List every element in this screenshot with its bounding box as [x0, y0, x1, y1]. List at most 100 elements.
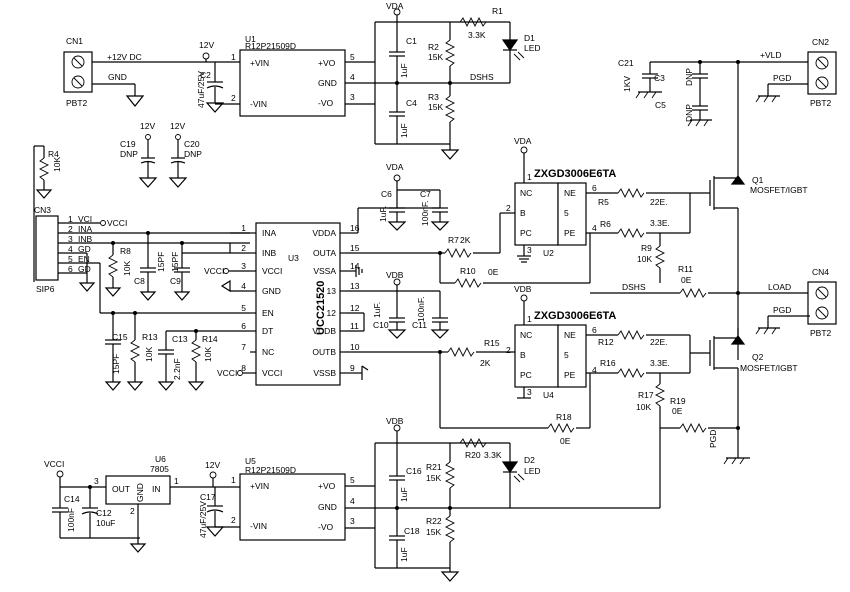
u3-left-pin-name: NC [262, 347, 274, 357]
c4-ref: C4 [406, 98, 417, 108]
connector-cn4: CN4 PBT2 [807, 267, 837, 338]
u1-pin-vo: +VO [318, 58, 336, 68]
r13-ref: R13 [142, 332, 158, 342]
cn1-pin2-net: GND [108, 72, 127, 82]
d2-ref: D2 [524, 455, 535, 465]
c9-ref: C9 [170, 276, 181, 286]
u3-left-pin-number: 4 [241, 281, 246, 291]
u3-left-pin-number: 7 [241, 342, 246, 352]
c5-value-bottom: DNP [684, 104, 694, 122]
c8-ref: C8 [134, 276, 145, 286]
r4-value: 10K [52, 157, 62, 172]
cn3-ref: CN3 [34, 205, 51, 215]
r15-ref: R15 [484, 338, 500, 348]
u2pins-right-pin-name: PE [564, 228, 576, 238]
net-pgd-cn2: PGD [773, 73, 791, 83]
ic-u3: UCC21520 U3 [255, 222, 341, 386]
u4-part: ZXGD3006E6TA [534, 310, 616, 322]
u3-ref: U3 [288, 253, 299, 263]
u5-pin-nvo: -VO [318, 522, 334, 532]
u3-right-pin-number: 16 [350, 223, 360, 233]
cn3-pin-number: 4 [68, 244, 73, 254]
u5-pin-gnd: GND [318, 502, 337, 512]
r1-value: 3.3K [468, 30, 486, 40]
net-12v-c19: 12V [140, 121, 155, 131]
c6-ref: C6 [381, 189, 392, 199]
r10-value: 0E [488, 267, 499, 277]
u4-ref: U4 [543, 390, 554, 400]
net-load: LOAD [768, 282, 791, 292]
net-pgd-cn4: PGD [773, 305, 791, 315]
c4-value: 1uF [399, 123, 409, 138]
cn3-type: SIP6 [36, 284, 55, 294]
r15-value: 2K [480, 358, 491, 368]
c10-value: 1uF. [372, 302, 382, 318]
c5-value-top: DNP [684, 68, 694, 86]
cn3-pin-label: INB [78, 234, 93, 244]
r1-ref: R1 [492, 6, 503, 16]
u3-right-pin-name: OUTB [312, 347, 336, 357]
u3-right-pin-name: OUTA [313, 248, 336, 258]
cn3-pin-label: EN [78, 254, 90, 264]
u3-left-pin-number: 6 [241, 321, 246, 331]
cn3-pin-label: INA [78, 224, 93, 234]
c2-ref: C2 [200, 70, 211, 80]
connector-cn1: CN1 PBT2 +12V DC GND [63, 36, 142, 108]
u2pins-pin-number-4: 4 [592, 223, 597, 233]
u3-left-pin-name: INB [262, 248, 277, 258]
cn3-pin-label: GD [78, 264, 91, 274]
cn3-pin-label: VCI [78, 214, 92, 224]
u5-pnum-4: 4 [350, 496, 355, 506]
u2pins-pin-number-3: 3 [527, 245, 532, 255]
u6-pnum-2: 2 [130, 506, 135, 516]
net-vda-top: VDA [386, 1, 404, 11]
q1-desc: MOSFET/IGBT [750, 185, 808, 195]
cn3-pin-number: 1 [68, 214, 73, 224]
u1-pnum-5: 5 [350, 52, 355, 62]
cn1-pin1-net: +12V DC [107, 52, 142, 62]
r7-ref: R7 [448, 235, 459, 245]
u6-pin-out: OUT [112, 484, 130, 494]
c16-value: 1uF [399, 487, 409, 502]
u1-pin-nvin: -VIN [250, 99, 267, 109]
cap-c19: 12V C19 DNP [120, 121, 158, 188]
r3-ref: R3 [428, 92, 439, 102]
net-vcci-bottom: VCCI [44, 459, 64, 469]
r14-value: 10K [203, 347, 213, 362]
c10-ref: C10 [373, 320, 389, 330]
u1-pnum-3: 3 [350, 92, 355, 102]
u1-pin-nvo: -VO [318, 98, 334, 108]
cn3-pin-label: GD [78, 244, 91, 254]
u2-ref: U2 [543, 248, 554, 258]
u1-pin-vin: +VIN [250, 58, 269, 68]
c7-ref: C7 [420, 189, 431, 199]
u2pins-left-pin-name: NC [520, 188, 532, 198]
net-dshs-mid: DSHS [622, 282, 646, 292]
r19-ref: R19 [670, 396, 686, 406]
u4pins-pin-number-6: 6 [592, 325, 597, 335]
u3-right-pin-name: VDDB [312, 326, 336, 336]
r11-ref: R11 [678, 264, 693, 274]
u3-right-pin-number: 13 [350, 281, 360, 291]
u6-pin-in: IN [152, 484, 161, 494]
u2pins-right-pin-name: NE [564, 188, 576, 198]
net-vld: +VLD [760, 50, 782, 60]
u1-pnum-2: 2 [231, 93, 236, 103]
c12-ref: C12 [96, 508, 112, 518]
u4pins-left-pin-name: NC [520, 330, 532, 340]
ic-u1: U1 R12P21509D +VIN -VIN +VO GND -VO 1 2 … [231, 34, 355, 117]
u3-right-pin-number: 12 [350, 303, 360, 313]
d1-desc: LED [524, 43, 541, 53]
u3-right-pin-name: VDDA [312, 228, 336, 238]
u3-left-pin-name: INA [262, 228, 277, 238]
r22-value: 15K [426, 527, 441, 537]
u3-right-pin-number: 15 [350, 243, 360, 253]
r19-value: 0E [672, 406, 683, 416]
net-pgd-q2: PGD [708, 430, 718, 448]
r5-value: 22E. [650, 197, 668, 207]
connector-cn3: CN3 SIP6 [34, 205, 59, 294]
u3-left-pin-name: EN [262, 308, 274, 318]
u2pins-pin-number-b: 2 [506, 203, 511, 213]
u6-ref: U6 [155, 454, 166, 464]
